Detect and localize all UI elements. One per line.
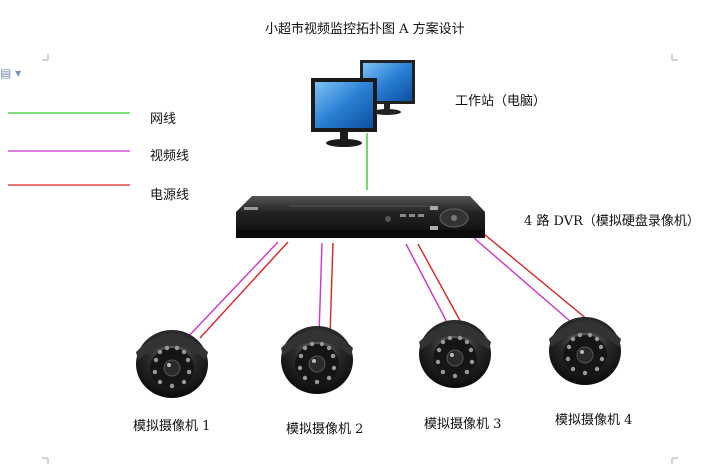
dvr-label: 4 路 DVR（模拟硬盘录像机） xyxy=(524,214,700,229)
legend-power-label: 电源线 xyxy=(150,188,190,203)
power-cable-1 xyxy=(199,241,289,339)
power-cable-3 xyxy=(417,243,464,327)
power-cable-4 xyxy=(483,233,595,326)
video-cable-4 xyxy=(473,237,579,329)
camera-4 xyxy=(548,316,622,386)
workstation-label: 工作站（电脑） xyxy=(455,94,547,109)
camera-3-label: 模拟摄像机 3 xyxy=(424,417,502,432)
power-cable-2 xyxy=(329,242,334,336)
page-corner-mark xyxy=(42,54,49,61)
legend-video-label: 视频线 xyxy=(150,149,190,164)
page-corner-mark xyxy=(42,457,49,464)
camera-2-label: 模拟摄像机 2 xyxy=(286,422,364,437)
camera-1 xyxy=(135,329,209,399)
camera-3 xyxy=(418,319,492,389)
document-icon: ▤ ▾ xyxy=(0,66,22,80)
page-corner-mark xyxy=(671,54,678,61)
diagram-title: 小超市视频监控拓扑图 A 方案设计 xyxy=(265,22,465,37)
legend-network-label: 网线 xyxy=(150,112,177,127)
camera-2 xyxy=(280,325,354,395)
camera-cables xyxy=(184,233,595,341)
page-corner-mark xyxy=(671,457,678,464)
video-cable-2 xyxy=(318,242,323,336)
camera-4-label: 模拟摄像机 4 xyxy=(555,413,633,428)
video-cable-3 xyxy=(405,243,451,329)
video-cable-1 xyxy=(184,241,279,341)
workstation-monitors xyxy=(311,60,415,147)
camera-1-label: 模拟摄像机 1 xyxy=(133,419,211,434)
dvr-device xyxy=(236,196,485,238)
